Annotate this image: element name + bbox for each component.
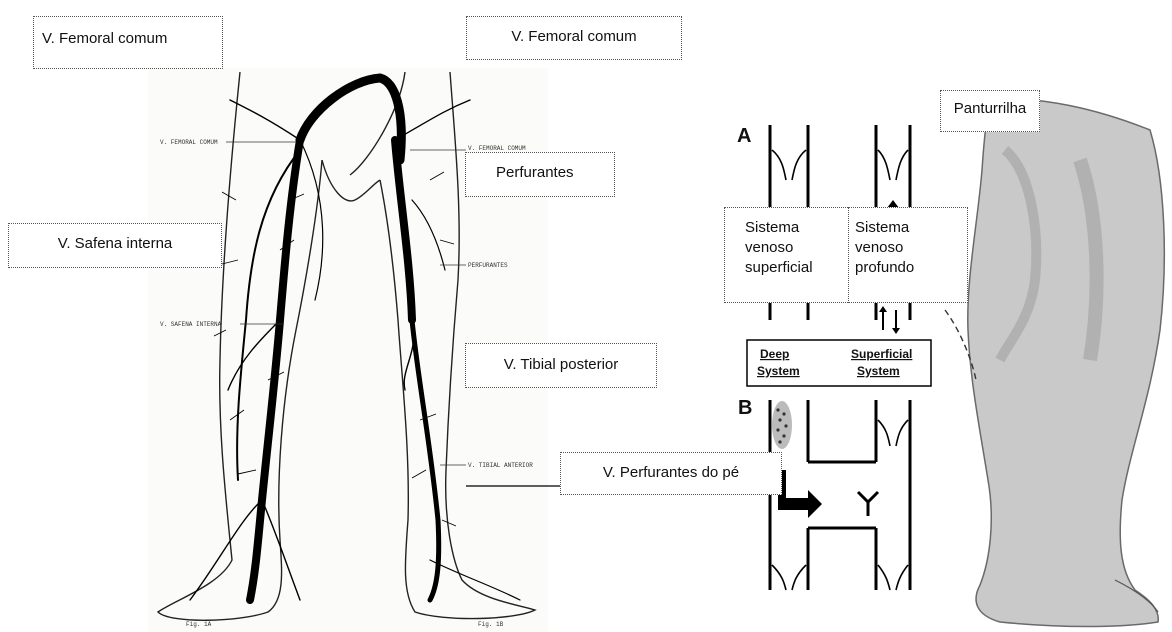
callout-femoral-comum-right: V. Femoral comum (466, 16, 682, 60)
callout-femoral-comum-left: V. Femoral comum (33, 16, 223, 69)
callout-tibial-posterior-text: V. Tibial posterior (504, 356, 619, 373)
valve-letter-b: B (738, 397, 752, 419)
fig-label-femoral-comum: V. FEMORAL COMUM (160, 139, 218, 146)
fig-label-perfurantes: PERFURANTES (468, 262, 508, 269)
callout-panturrilha-text: Panturrilha (954, 100, 1027, 117)
callout-sistema-superficial: Sistema venoso superficial (724, 207, 850, 303)
callout-perfurantes-pe-text: V. Perfurantes do pé (603, 464, 739, 481)
callout-perfurantes-text: Perfurantes (496, 164, 574, 181)
callout-perfurantes: Perfurantes (465, 152, 615, 197)
callout-safena-interna: V. Safena interna (8, 223, 222, 268)
callout-sistema-profundo: Sistema venoso profundo (848, 207, 968, 303)
fig-label-safena-interna: V. SAFENA INTERNA (160, 321, 222, 328)
callout-panturrilha: Panturrilha (940, 90, 1040, 132)
deep-system-line2: System (757, 364, 800, 378)
callout-safena-interna-text: V. Safena interna (58, 235, 173, 252)
callout-tibial-posterior: V. Tibial posterior (465, 343, 657, 388)
callout-femoral-comum-left-text: V. Femoral comum (42, 30, 167, 47)
superficial-system-line1: Superficial (851, 347, 912, 361)
callout-perfurantes-pe: V. Perfurantes do pé (560, 452, 782, 495)
deep-system-line1: Deep (760, 347, 789, 361)
fig-label-femoral-comum-right: V. FEMORAL COMUM (468, 145, 526, 152)
fig-label-1a: Fig. 1A (186, 621, 212, 628)
fig-label-1b: Fig. 1B (478, 621, 504, 628)
valve-letter-a: A (737, 125, 751, 147)
callout-sistema-profundo-text: Sistema venoso profundo (855, 219, 914, 276)
fig-label-tibial-anterior: V. TIBIAL ANTERIOR (468, 462, 533, 469)
callout-femoral-comum-right-text: V. Femoral comum (511, 28, 636, 45)
superficial-system-line2: System (857, 364, 900, 378)
callout-sistema-superficial-text: Sistema venoso superficial (745, 219, 813, 276)
calf-leg-silhouette (968, 99, 1165, 626)
